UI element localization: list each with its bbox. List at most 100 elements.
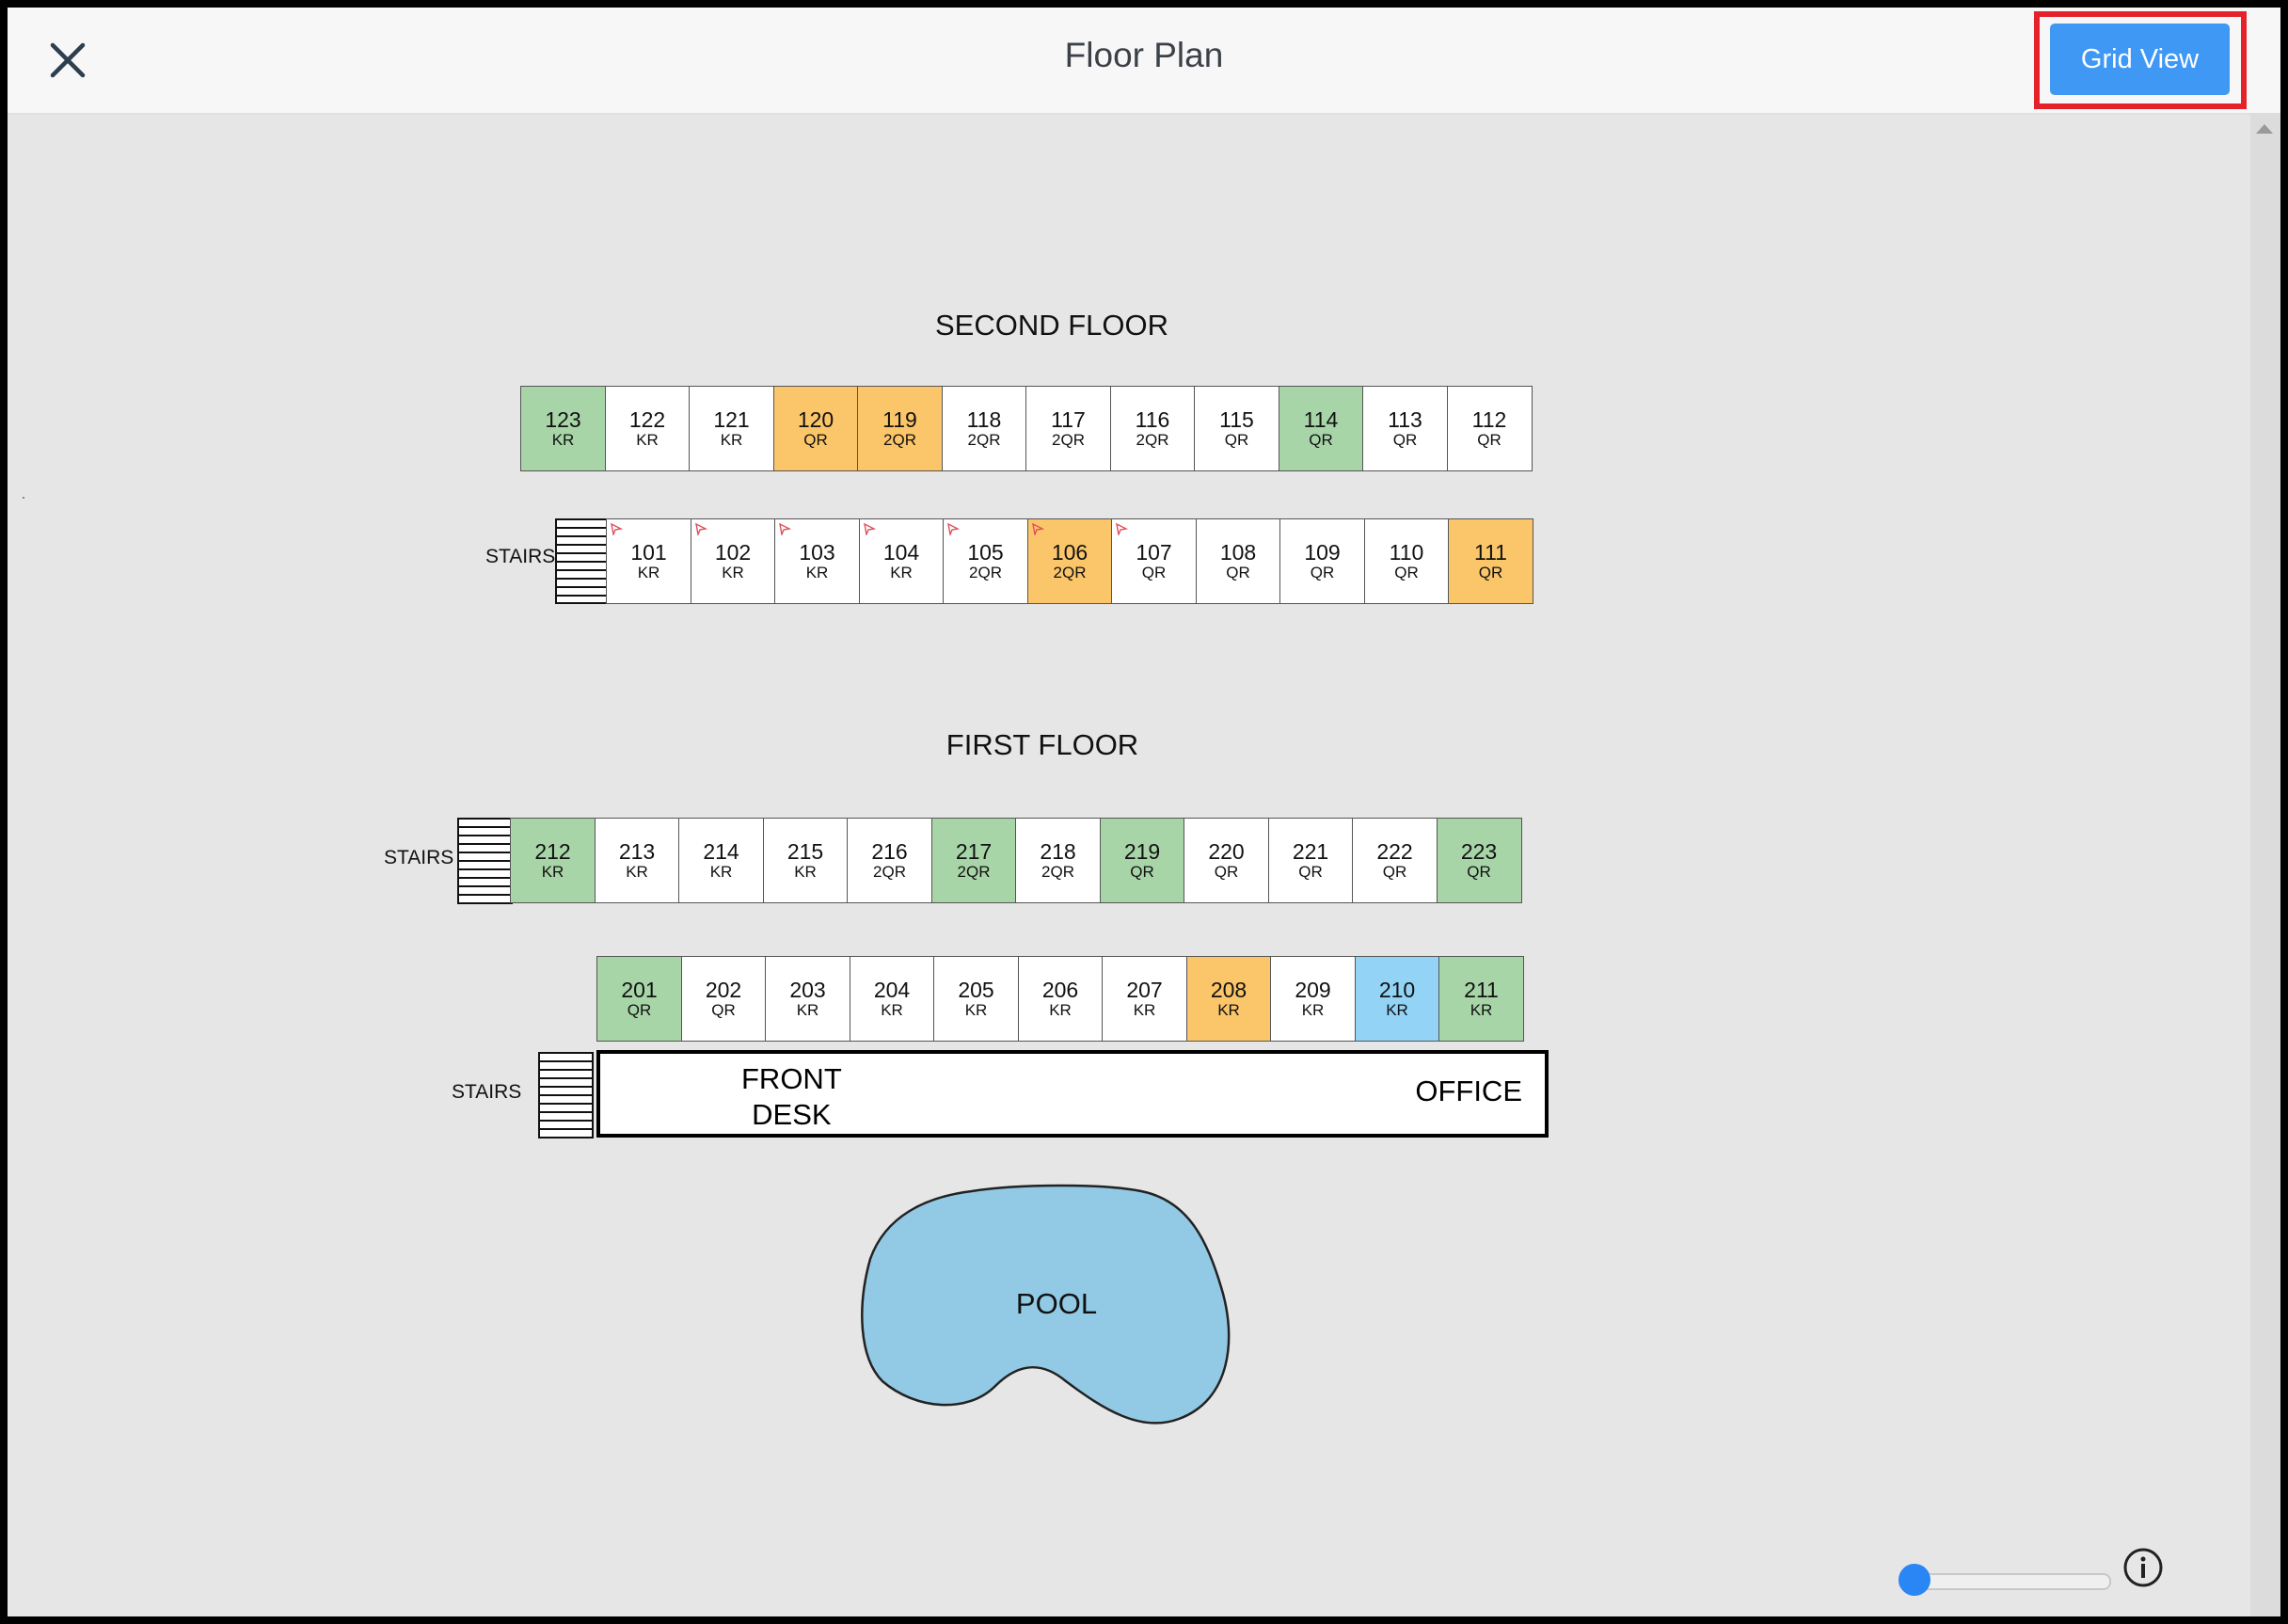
front-desk-line-1: FRONT — [741, 1062, 842, 1095]
pool-shape — [861, 1184, 1231, 1425]
stairs-first-floor-2-icon — [538, 1052, 594, 1138]
room-number: 221 — [1292, 838, 1329, 864]
room-number: 118 — [966, 406, 1002, 432]
page-title: Floor Plan — [1064, 36, 1224, 74]
room-type: 2QR — [967, 430, 1001, 449]
cleaning-flag-icon — [1031, 522, 1044, 535]
stairs-label-first-floor-2: STAIRS — [452, 1081, 522, 1103]
room-type: KR — [964, 1000, 988, 1019]
room-number: 116 — [1135, 406, 1170, 432]
room-number: 206 — [1041, 977, 1079, 1002]
room-type: KR — [541, 862, 564, 881]
vertical-scrollbar[interactable] — [2250, 113, 2280, 1616]
cleaning-flag-icon — [947, 522, 960, 535]
room-number: 107 — [1136, 539, 1172, 565]
room-type: KR — [551, 430, 575, 449]
scroll-up-arrow-icon[interactable] — [2256, 124, 2273, 134]
stairs-first-floor-1-icon — [457, 818, 513, 904]
grid-view-button[interactable]: Grid View — [2050, 24, 2230, 95]
pool-label: POOL — [1015, 1287, 1098, 1320]
room-number: 217 — [955, 838, 993, 864]
room-number: 112 — [1471, 406, 1507, 432]
zoom-slider-thumb[interactable] — [1899, 1564, 1930, 1596]
first-floor-title: FIRST FLOOR — [945, 728, 1139, 761]
room-type: QR — [1310, 563, 1335, 581]
zoom-slider-track[interactable] — [1899, 1573, 2111, 1590]
room-number: 202 — [705, 977, 742, 1002]
close-icon — [50, 42, 86, 78]
info-button[interactable] — [2122, 1547, 2164, 1588]
room-type: 2QR — [957, 862, 991, 881]
room-type: KR — [890, 563, 913, 581]
room-type: KR — [636, 430, 659, 449]
stray-dot — [23, 497, 24, 499]
second-floor-title: SECOND FLOOR — [934, 309, 1169, 342]
room-number: 108 — [1219, 539, 1257, 565]
office-block: FRONT DESK OFFICE — [596, 1050, 1549, 1138]
room-type: QR — [627, 1000, 652, 1019]
room-number: 204 — [873, 977, 911, 1002]
stairs-second-floor-icon — [555, 518, 610, 604]
room-type: KR — [720, 430, 743, 449]
close-button[interactable] — [38, 30, 98, 90]
room-number: 212 — [534, 838, 571, 864]
room-number: 214 — [703, 838, 739, 864]
room-type: QR — [1467, 862, 1491, 881]
room-type: KR — [1386, 1000, 1408, 1019]
room-type: KR — [1301, 1000, 1325, 1019]
room-number: 120 — [797, 406, 834, 432]
room-number: 207 — [1126, 977, 1163, 1002]
header-bar: Floor Plan Grid View — [8, 8, 2280, 115]
front-desk-line-2: DESK — [752, 1098, 832, 1131]
